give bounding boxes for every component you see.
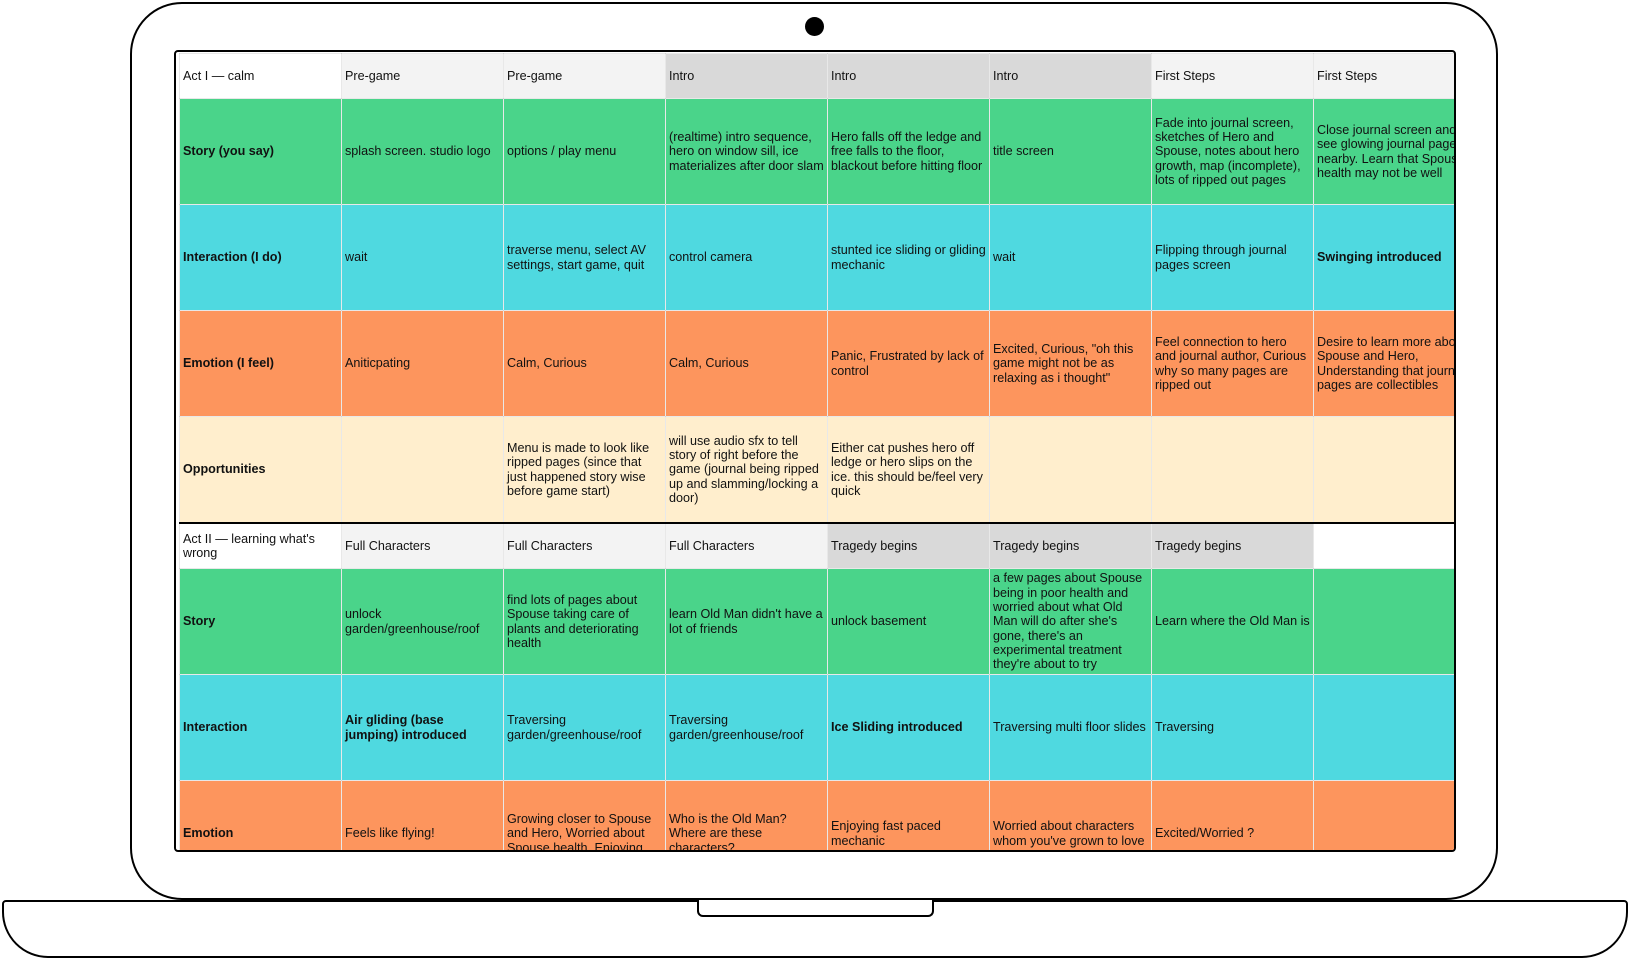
stage-header-cell[interactable]: Full Characters [665,522,828,569]
stage-header-cell[interactable] [1313,522,1454,569]
stage-header-cell[interactable]: Intro [989,53,1152,99]
cell-interaction[interactable]: wait [341,204,504,311]
cell-interaction[interactable]: traverse menu, select AV settings, start… [503,204,666,311]
act-title[interactable]: Act I — calm [179,53,342,99]
cell-opportunities[interactable] [341,416,504,524]
cell-story[interactable]: unlock basement [827,568,990,675]
cell-opportunities[interactable] [1151,416,1314,524]
stage-header-cell[interactable]: Full Characters [503,522,666,569]
cell-story[interactable]: splash screen. studio logo [341,98,504,205]
cell-opportunities[interactable]: Either cat pushes hero off ledge or hero… [827,416,990,524]
row-label-story[interactable]: Story [179,568,342,675]
stage-header-cell[interactable]: Pre-game [341,53,504,99]
row-label-opportunities[interactable]: Opportunities [179,416,342,524]
cell-interaction[interactable]: Air gliding (base jumping) introduced [341,674,504,781]
cell-story[interactable]: unlock garden/greenhouse/roof [341,568,504,675]
cell-story[interactable]: (realtime) intro sequence, hero on windo… [665,98,828,205]
row-opportunities: Opportunities Menu is made to look like r… [179,416,1454,524]
row-story: Story (you say)splash screen. studio log… [179,98,1454,205]
cell-emotion[interactable]: Who is the Old Man? Where are these char… [665,780,828,850]
cell-interaction[interactable]: Traversing [1151,674,1314,781]
cell-story[interactable] [1313,568,1454,675]
cell-story[interactable]: Fade into journal screen, sketches of He… [1151,98,1314,205]
cell-emotion[interactable]: Desire to learn more about Spouse and He… [1313,310,1454,417]
cell-story[interactable]: Hero falls off the ledge and free falls … [827,98,990,205]
stage-header-cell[interactable]: Full Characters [341,522,504,569]
cell-interaction[interactable]: wait [989,204,1152,311]
cell-story[interactable]: a few pages about Spouse being in poor h… [989,568,1152,675]
cell-opportunities[interactable] [989,416,1152,524]
cell-interaction[interactable]: Swinging introduced [1313,204,1454,311]
cell-emotion[interactable]: Calm, Curious [503,310,666,417]
cell-emotion[interactable]: Excited, Curious, "oh this game might no… [989,310,1152,417]
act-title[interactable]: Act II — learning what's wrong [179,522,342,569]
row-label-emotion[interactable]: Emotion (I feel) [179,310,342,417]
cell-interaction[interactable]: Traversing garden/greenhouse/roof [665,674,828,781]
cell-story[interactable]: Close journal screen and see glowing jou… [1313,98,1454,205]
trackpad-notch [697,900,934,917]
stage-header-cell[interactable]: Tragedy begins [827,522,990,569]
stage-header-cell[interactable]: Tragedy begins [989,522,1152,569]
cell-emotion[interactable]: Feel connection to hero and journal auth… [1151,310,1314,417]
cell-interaction[interactable]: Flipping through journal pages screen [1151,204,1314,311]
cell-emotion[interactable]: Excited/Worried ? [1151,780,1314,850]
cell-emotion[interactable]: Calm, Curious [665,310,828,417]
row-label-interaction[interactable]: Interaction (I do) [179,204,342,311]
cell-interaction[interactable]: stunted ice sliding or gliding mechanic [827,204,990,311]
cell-story[interactable]: Learn where the Old Man is [1151,568,1314,675]
cell-emotion[interactable]: Enjoying fast paced mechanic [827,780,990,850]
webcam-icon [805,17,824,36]
cell-story[interactable]: title screen [989,98,1152,205]
row-label-story[interactable]: Story (you say) [179,98,342,205]
stage-header-cell[interactable]: Intro [827,53,990,99]
stage-header-cell[interactable]: Intro [665,53,828,99]
cell-interaction[interactable]: Ice Sliding introduced [827,674,990,781]
cell-emotion[interactable]: Growing closer to Spouse and Hero, Worri… [503,780,666,850]
cell-interaction[interactable]: Traversing multi floor slides [989,674,1152,781]
cell-story[interactable]: learn Old Man didn't have a lot of frien… [665,568,828,675]
cell-opportunities[interactable]: will use audio sfx to tell story of righ… [665,416,828,524]
cell-emotion[interactable]: Aniticpating [341,310,504,417]
cell-interaction[interactable]: Traversing garden/greenhouse/roof [503,674,666,781]
cell-story[interactable]: options / play menu [503,98,666,205]
cell-opportunities[interactable]: Menu is made to look like ripped pages (… [503,416,666,524]
cell-opportunities[interactable] [1313,416,1454,524]
cell-emotion[interactable]: Panic, Frustrated by lack of control [827,310,990,417]
cell-interaction[interactable]: control camera [665,204,828,311]
cell-emotion[interactable]: Feels like flying! [341,780,504,850]
row-label-interaction[interactable]: Interaction [179,674,342,781]
stage-header-cell[interactable]: Tragedy begins [1151,522,1314,569]
stage-header-cell[interactable]: First Steps [1151,53,1314,99]
cell-emotion[interactable]: Worried about characters whom you've gro… [989,780,1152,850]
cell-emotion[interactable] [1313,780,1454,850]
cell-story[interactable]: find lots of pages about Spouse taking c… [503,568,666,675]
stage-header-cell[interactable]: First Steps [1313,53,1454,99]
cell-interaction[interactable] [1313,674,1454,781]
stage-header-cell[interactable]: Pre-game [503,53,666,99]
row-label-emotion[interactable]: Emotion [179,780,342,850]
